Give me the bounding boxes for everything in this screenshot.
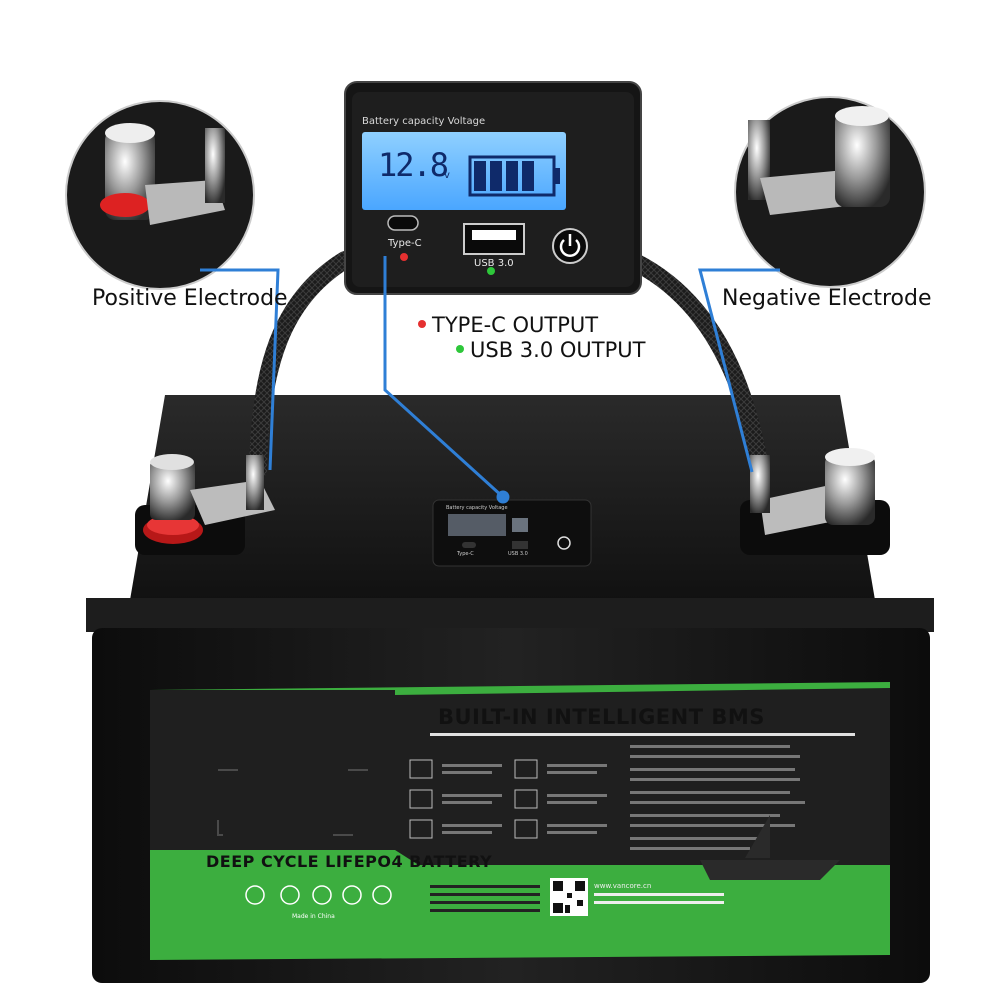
battery-cell-icon <box>490 161 502 191</box>
battery-body <box>86 395 934 983</box>
made-in-label: Made in China <box>292 913 335 920</box>
negative-zoom-circle <box>734 96 926 288</box>
battery-cell-icon <box>506 161 518 191</box>
deep-cycle-label: DEEP CYCLE LIFEPO4 BATTERY <box>206 852 493 871</box>
voltage-meter <box>344 81 642 295</box>
typec-output-label: TYPE-C OUTPUT <box>418 313 598 337</box>
voltage-unit: v <box>444 170 450 181</box>
mini-typec-label: Type-C <box>457 551 474 557</box>
red-dot-icon <box>418 320 426 328</box>
typec-port-label: Type-C <box>388 238 422 249</box>
positive-electrode-label: Positive Electrode <box>92 286 288 311</box>
leader-lines <box>200 256 780 504</box>
mini-meter-title: Battery capacity Voltage <box>446 505 508 511</box>
negative-electrode-label: Negative Electrode <box>722 286 932 311</box>
typec-port <box>387 215 419 231</box>
usb-output-label: USB 3.0 OUTPUT <box>456 338 645 362</box>
mini-usb-label: USB 3.0 <box>508 551 528 557</box>
battery-cell-icon <box>474 161 486 191</box>
voltage-reading: 12.8 <box>378 146 449 184</box>
bms-title: BUILT-IN INTELLIGENT BMS <box>438 705 765 729</box>
meter-title: Battery capacity Voltage <box>362 116 486 127</box>
positive-zoom-circle <box>65 100 255 290</box>
green-dot-icon <box>456 345 464 353</box>
website-label: www.vancore.cn <box>594 882 652 890</box>
battery-cell-icon <box>522 161 534 191</box>
negative-terminal <box>740 448 890 555</box>
positive-terminal <box>135 454 275 555</box>
usb-port-label: USB 3.0 <box>474 258 514 269</box>
